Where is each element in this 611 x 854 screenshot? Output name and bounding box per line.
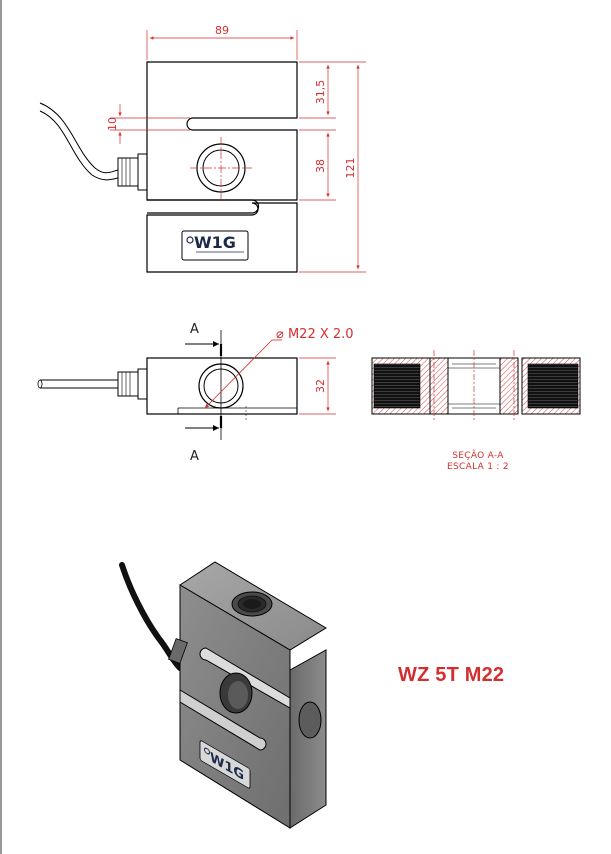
thickness-dimension: 32 [299, 357, 336, 415]
top-view [37, 330, 298, 440]
section-marker-bottom: A [190, 449, 199, 464]
product-title: WZ 5T M22 [398, 664, 505, 686]
thread-callout: ⌀ M22 X 2.0 [204, 327, 354, 409]
dim-height: 121 [344, 158, 357, 179]
logo-text-front: W1G [194, 233, 236, 252]
front-view: W1G [39, 61, 298, 273]
section-markers: A A [185, 322, 223, 464]
section-marker-top: A [190, 322, 199, 337]
dim-thickness: 32 [314, 379, 327, 393]
dim-width: 89 [215, 24, 229, 37]
section-title: SEÇÃO A-A [452, 450, 504, 461]
dim-center: 38 [314, 159, 327, 173]
dim-slot: 10 [106, 117, 119, 131]
section-view: SEÇÃO A-A ESCALA 1 : 2 [371, 350, 581, 472]
front-view-dimensions: 89 31,5 38 121 10 [106, 24, 366, 273]
dim-top-gap: 31,5 [314, 80, 327, 105]
section-scale: ESCALA 1 : 2 [447, 462, 509, 472]
isometric-view: W1G [119, 561, 327, 829]
thread-callout-text: ⌀ M22 X 2.0 [276, 327, 354, 342]
